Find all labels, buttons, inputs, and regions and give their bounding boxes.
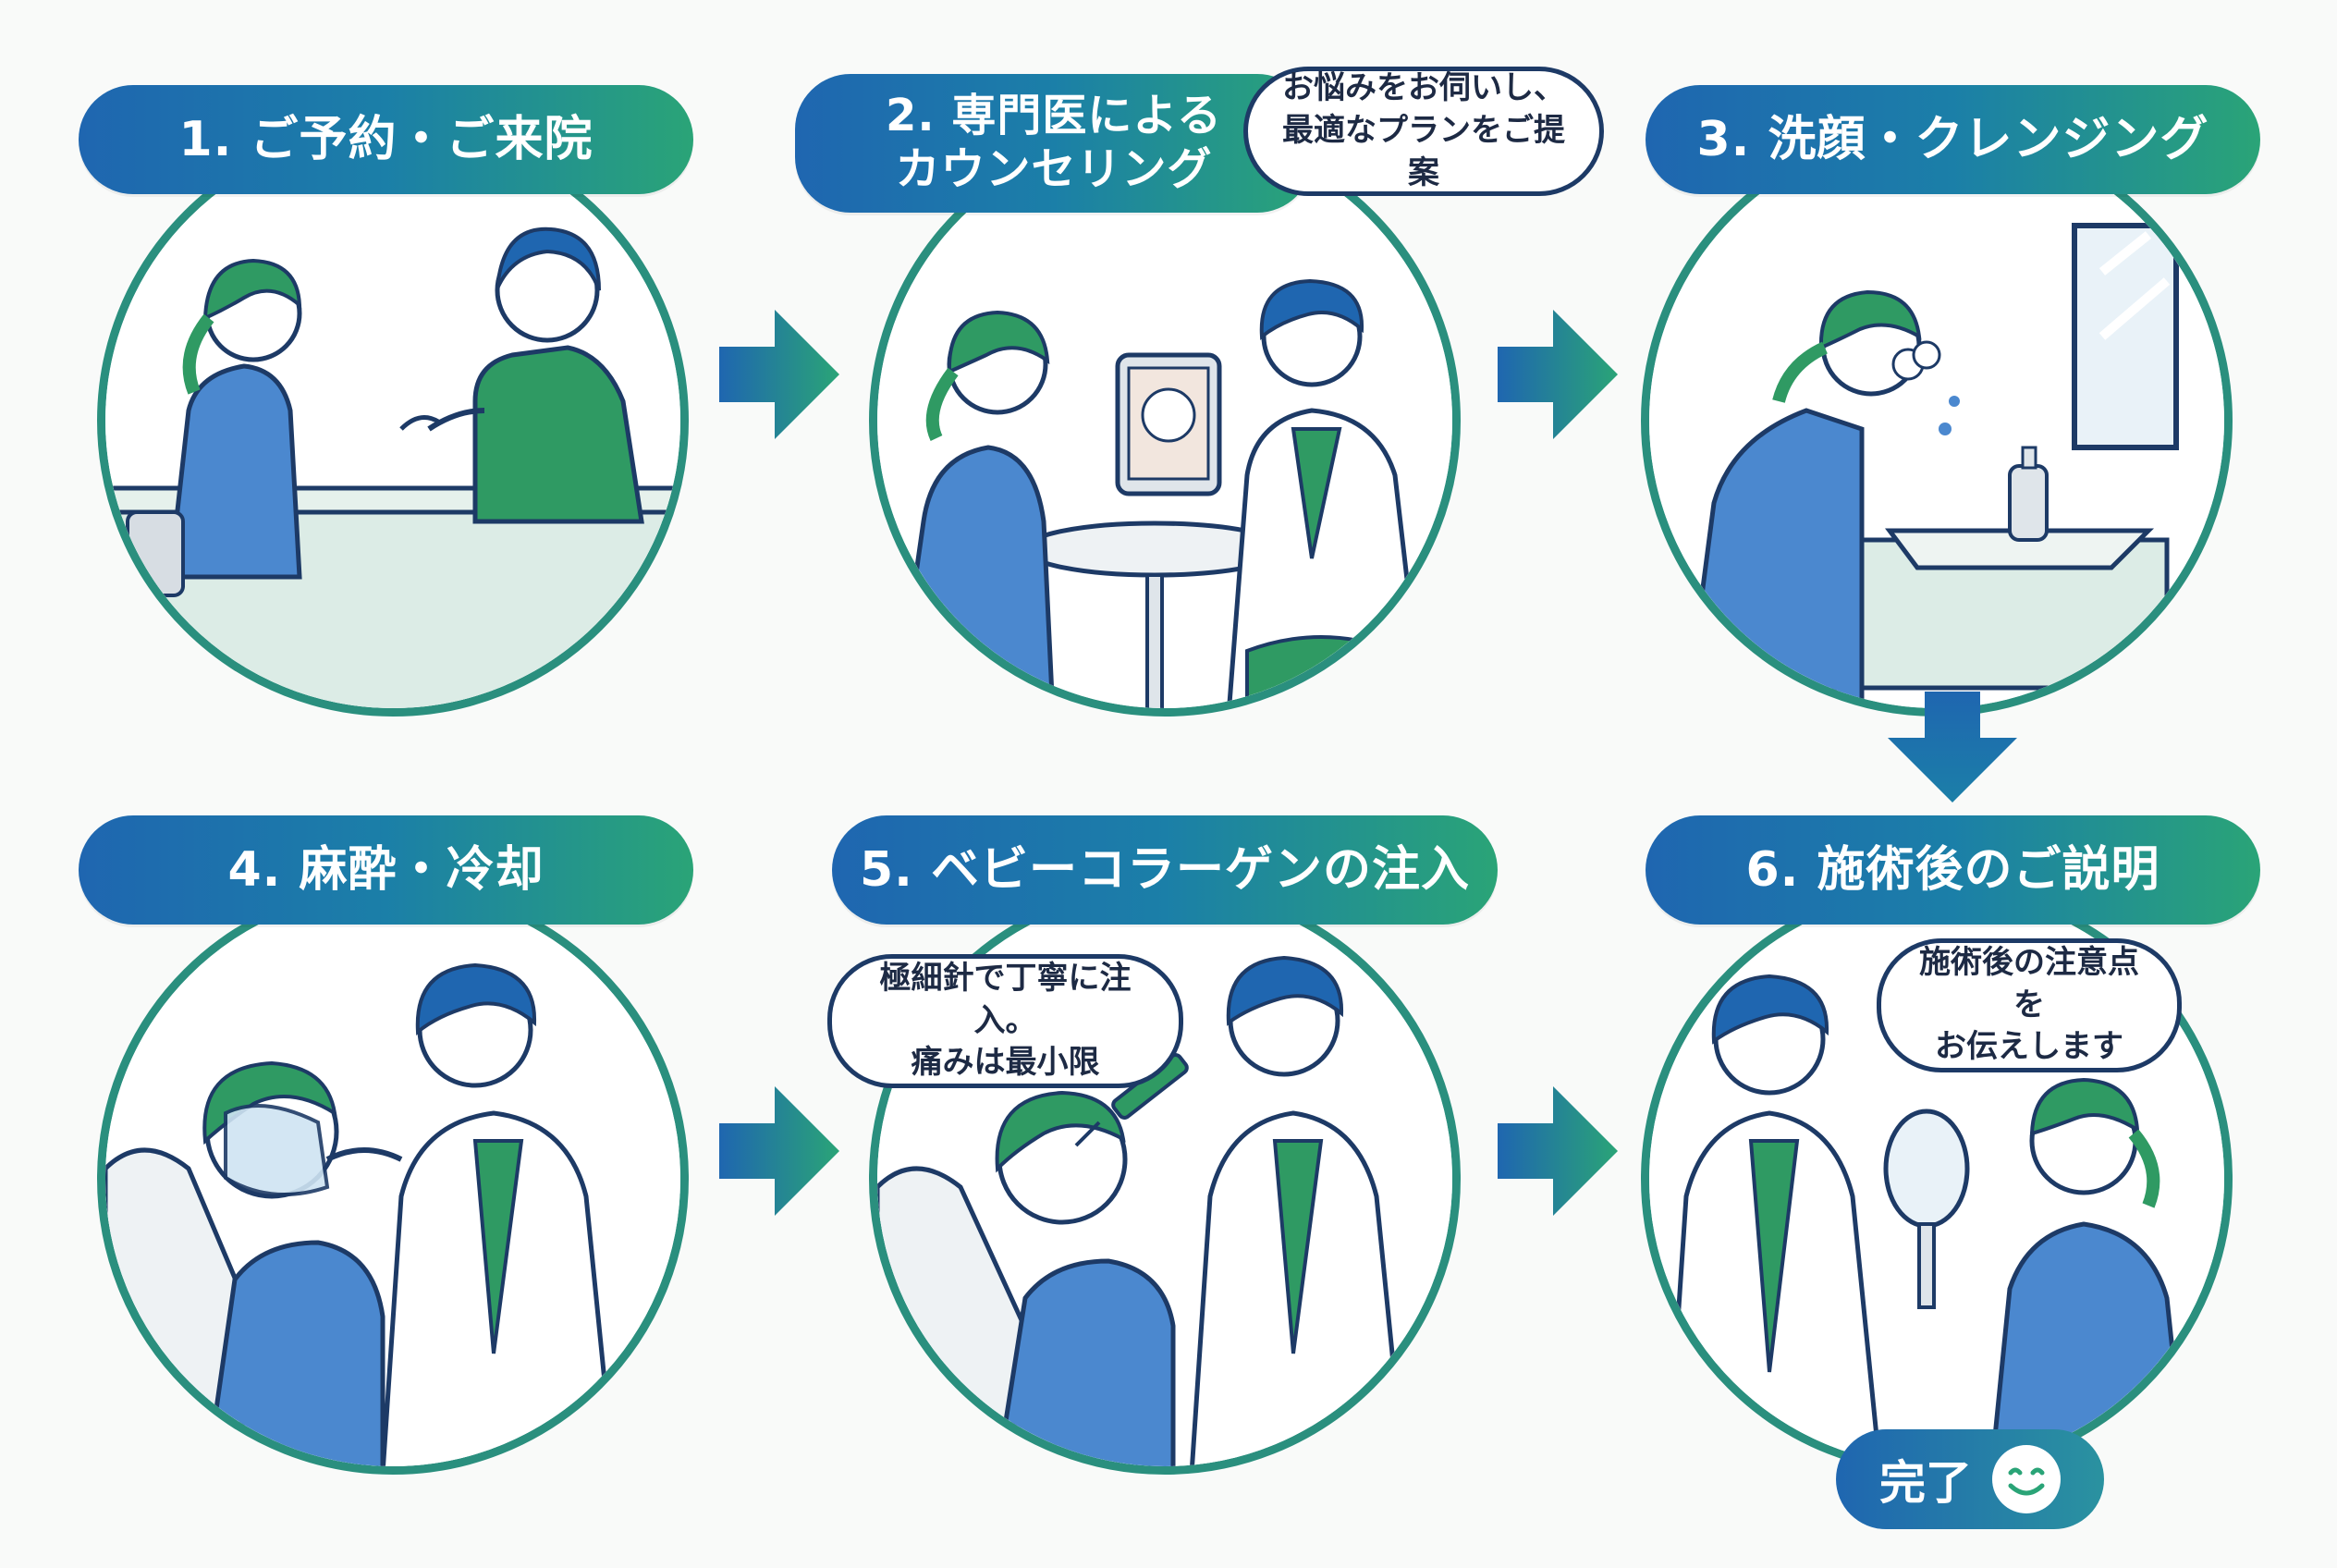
step-5-bubble-line2: 痛みは最小限: [911, 1044, 1100, 1082]
step-6-title: 施術後のご説明: [1817, 841, 2160, 898]
step-5-speech-bubble: 極細針で丁寧に注入。 痛みは最小限: [827, 954, 1183, 1088]
step-5-title: ベビーコラーゲンの注入: [931, 841, 1471, 898]
step-4-number: 4.: [227, 841, 282, 898]
right-arrow-icon: [719, 310, 839, 439]
reception-scene: [105, 133, 680, 708]
right-arrow-icon: [719, 1086, 839, 1216]
step-5-illustration: [869, 883, 1461, 1475]
step-5-bubble-line1: 極細針で丁寧に注入。: [879, 959, 1132, 1039]
arrow-4-to-5: [719, 1086, 839, 1216]
smile-icon: [1992, 1445, 2061, 1513]
completion-label: 完了: [1879, 1456, 1972, 1510]
step-3-title: 洗顔・クレンジング: [1768, 111, 2209, 167]
completion-badge: 完了: [1836, 1429, 2104, 1529]
step-2-title-line1: 専門医による: [951, 90, 1222, 142]
step-3-illustration: [1641, 125, 2233, 717]
injection-scene: [877, 891, 1452, 1466]
step-1-title-pill: 1. ご予約・ご来院: [79, 85, 693, 194]
arrow-5-to-6: [1498, 1086, 1618, 1216]
down-arrow-icon: [1888, 692, 2017, 802]
step-2-speech-bubble: お悩みをお伺いし、 最適なプランをご提案: [1243, 67, 1604, 196]
step-6-title-pill: 6. 施術後のご説明: [1646, 815, 2260, 925]
arrow-3-to-6: [1888, 692, 2017, 802]
step-2-title-pill: 2. 専門医による カウンセリング: [795, 74, 1313, 213]
step-5-number: 5.: [859, 841, 913, 898]
step-5-title-pill: 5. ベビーコラーゲンの注入: [832, 815, 1498, 925]
step-6-speech-bubble: 施術後の注意点を お伝えします: [1877, 938, 2182, 1072]
step-2-number: 2.: [886, 90, 936, 142]
step-1-title: ご予約・ご来院: [250, 111, 593, 167]
step-1-number: 1.: [178, 111, 233, 167]
step-2-title-line2: カウンセリング: [895, 143, 1213, 195]
step-2-bubble-line1: お悩みをお伺いし、: [1282, 69, 1565, 107]
step-6-bubble-line1: 施術後の注意点を: [1919, 943, 2139, 1023]
step-2-illustration: [869, 125, 1461, 717]
cleansing-scene: [1649, 133, 2224, 708]
counseling-scene: [877, 133, 1452, 708]
step-6-number: 6.: [1745, 841, 1800, 898]
step-4-title: 麻酔・冷却: [299, 841, 544, 898]
arrow-2-to-3: [1498, 310, 1618, 439]
step-3-number: 3.: [1696, 111, 1751, 167]
step-6-illustration: [1641, 883, 2233, 1475]
right-arrow-icon: [1498, 1086, 1618, 1216]
step-2-bubble-line2: 最適なプランをご提案: [1282, 112, 1565, 191]
step-4-illustration: [97, 883, 689, 1475]
step-1-illustration: [97, 125, 689, 717]
step-3-title-pill: 3. 洗顔・クレンジング: [1646, 85, 2260, 194]
right-arrow-icon: [1498, 310, 1618, 439]
step-4-title-pill: 4. 麻酔・冷却: [79, 815, 693, 925]
anesthesia-scene: [105, 891, 680, 1466]
step-6-bubble-line2: お伝えします: [1935, 1028, 2123, 1066]
arrow-1-to-2: [719, 310, 839, 439]
